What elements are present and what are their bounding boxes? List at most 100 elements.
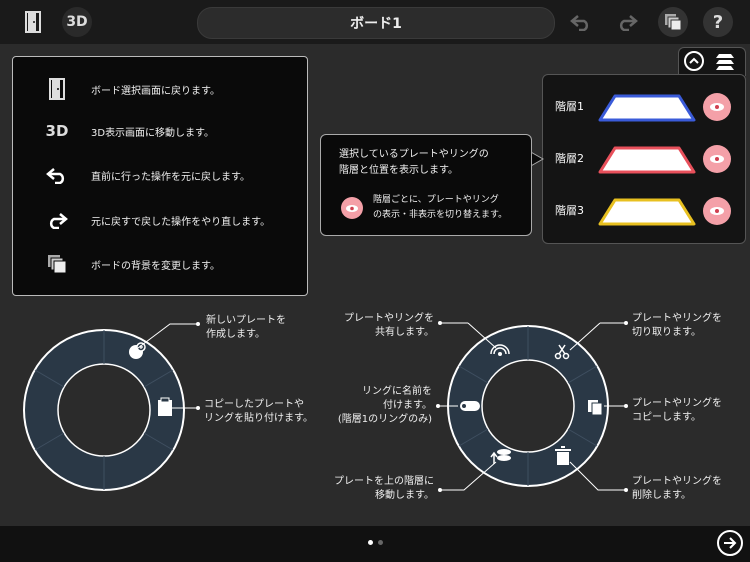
- toolbar-help-tooltip: ボード選択画面に戻ります。 3D 3D表示画面に移動します。 直前に行った操作を…: [12, 56, 308, 296]
- board-title[interactable]: ボード1: [197, 7, 555, 39]
- cut-icon: [554, 344, 570, 360]
- share-icon: [490, 344, 510, 356]
- collapse-button[interactable]: [684, 51, 704, 71]
- label-line: 共有します。: [375, 327, 434, 338]
- layer-label: 階層1: [555, 100, 584, 113]
- page-dot-active[interactable]: [368, 540, 373, 545]
- new-plate-label: 新しいプレートを 作成します。: [206, 314, 286, 342]
- layer-1-shape: [598, 94, 696, 122]
- visibility-toggle[interactable]: [703, 197, 731, 225]
- paste-label: コピーしたプレートや リングを貼り付けます。: [204, 398, 313, 426]
- label-line: 切り取ります。: [632, 327, 701, 338]
- label-line: プレートやリングを: [632, 313, 722, 324]
- tip-text: 直前に行った操作を元に戻します。: [91, 171, 250, 183]
- layer-2-shape: [598, 146, 696, 174]
- layer-label: 階層2: [555, 152, 584, 165]
- door-exit-button[interactable]: [18, 7, 48, 37]
- undo-icon: [570, 15, 589, 31]
- layer-row[interactable]: 階層3: [543, 189, 745, 233]
- 3d-icon: 3D: [66, 14, 88, 30]
- eye-icon: [710, 155, 724, 163]
- desc-line: 階層と位置を表示します。: [339, 165, 458, 176]
- label-line: プレートやリングを: [632, 476, 722, 487]
- name-tag-icon: [460, 401, 480, 411]
- name-ring-label: リングに名前を 付けます。 (階層1のリングのみ): [330, 385, 432, 427]
- label-line: コピーしたプレートや: [204, 399, 304, 410]
- copy-label: プレートやリングを コピーします。: [632, 397, 722, 425]
- layer-description-text: 選択しているプレートやリングの 階層と位置を表示します。: [339, 147, 525, 179]
- tip-text: 元に戻すで戻した操作をやり直します。: [91, 216, 271, 228]
- background-icon: [37, 254, 77, 274]
- redo-button[interactable]: [612, 7, 642, 37]
- ring-diagrams: [23, 321, 628, 492]
- background-button[interactable]: [658, 7, 688, 37]
- label-line: 削除します。: [632, 490, 691, 501]
- chevron-up-icon: [689, 57, 699, 64]
- undo-button[interactable]: [566, 7, 596, 37]
- callout-lines-left: [137, 322, 200, 410]
- label-line: 新しいプレートを: [206, 315, 286, 326]
- label-line: コピーします。: [632, 412, 701, 423]
- 3d-view-button[interactable]: 3D: [62, 7, 92, 37]
- copy-icon: [588, 400, 603, 416]
- desc-line: の表示・非表示を切り替えます。: [373, 210, 508, 220]
- trash-icon: [555, 446, 571, 465]
- tip-text: 3D表示画面に移動します。: [91, 127, 215, 139]
- eye-icon: [710, 207, 724, 215]
- redo-icon: [37, 211, 77, 229]
- layer-description-tooltip: 選択しているプレートやリングの 階層と位置を表示します。 階層ごとに、プレートや…: [320, 134, 532, 236]
- help-icon: ?: [712, 11, 724, 33]
- page-dot[interactable]: [378, 540, 383, 545]
- background-icon: [665, 14, 682, 31]
- tip-row-exit: ボード選択画面に戻ります。: [13, 74, 307, 104]
- label-line: リングを貼り付けます。: [204, 413, 313, 424]
- label-line: (階層1のリングのみ): [337, 414, 432, 425]
- help-button[interactable]: ?: [703, 7, 733, 37]
- cut-label: プレートやリングを 切り取ります。: [632, 312, 722, 340]
- tip-row-redo: 元に戻すで戻した操作をやり直します。: [13, 205, 307, 235]
- new-plate-icon: [129, 342, 146, 359]
- layer-3-shape: [598, 198, 696, 226]
- label-line: 移動します。: [375, 490, 434, 501]
- desc-pointer: [528, 150, 544, 168]
- door-icon: [37, 78, 77, 100]
- 3d-icon: 3D: [45, 122, 69, 140]
- tip-text: ボード選択画面に戻ります。: [91, 85, 220, 97]
- delete-label: プレートやリングを 削除します。: [632, 475, 722, 503]
- redo-icon: [619, 15, 638, 31]
- label-line: プレートを上の階層に: [334, 476, 434, 487]
- bottom-bar: [0, 526, 750, 562]
- tip-text: ボードの背景を変更します。: [91, 260, 220, 272]
- label-line: リングに名前を: [362, 386, 432, 397]
- move-up-icon: [490, 449, 511, 464]
- visibility-description-text: 階層ごとに、プレートやリング の表示・非表示を切り替えます。: [373, 193, 523, 223]
- label-line: 付けます。: [383, 400, 432, 411]
- tip-row-undo: 直前に行った操作を元に戻します。: [13, 160, 307, 190]
- callout-lines-right: [436, 321, 628, 492]
- eye-icon: [710, 103, 724, 111]
- paste-icon: [158, 397, 172, 416]
- door-icon: [25, 11, 41, 33]
- layer-label: 階層3: [555, 204, 584, 217]
- next-page-button[interactable]: [717, 530, 743, 556]
- visibility-toggle[interactable]: [703, 93, 731, 121]
- layer-row[interactable]: 階層1: [543, 85, 745, 129]
- share-label: プレートやリングを 共有します。: [336, 312, 434, 340]
- right-ring[interactable]: [447, 325, 609, 487]
- board-title-text: ボード1: [350, 16, 402, 32]
- undo-icon: [37, 166, 77, 184]
- layer-row[interactable]: 階層2: [543, 137, 745, 181]
- visibility-toggle[interactable]: [703, 145, 731, 173]
- label-line: プレートやリングを: [632, 398, 722, 409]
- layers-icon: [716, 54, 734, 70]
- label-line: 作成します。: [206, 329, 265, 340]
- tip-row-background: ボードの背景を変更します。: [13, 249, 307, 279]
- move-up-label: プレートを上の階層に 移動します。: [322, 475, 434, 503]
- tip-row-3d: 3D 3D表示画面に移動します。: [13, 116, 307, 146]
- arrow-right-icon: [724, 537, 737, 549]
- layers-button[interactable]: [714, 52, 736, 72]
- label-line: プレートやリングを: [344, 313, 434, 324]
- desc-line: 階層ごとに、プレートやリング: [373, 195, 499, 205]
- eye-icon: [341, 197, 363, 219]
- left-ring[interactable]: [23, 329, 185, 491]
